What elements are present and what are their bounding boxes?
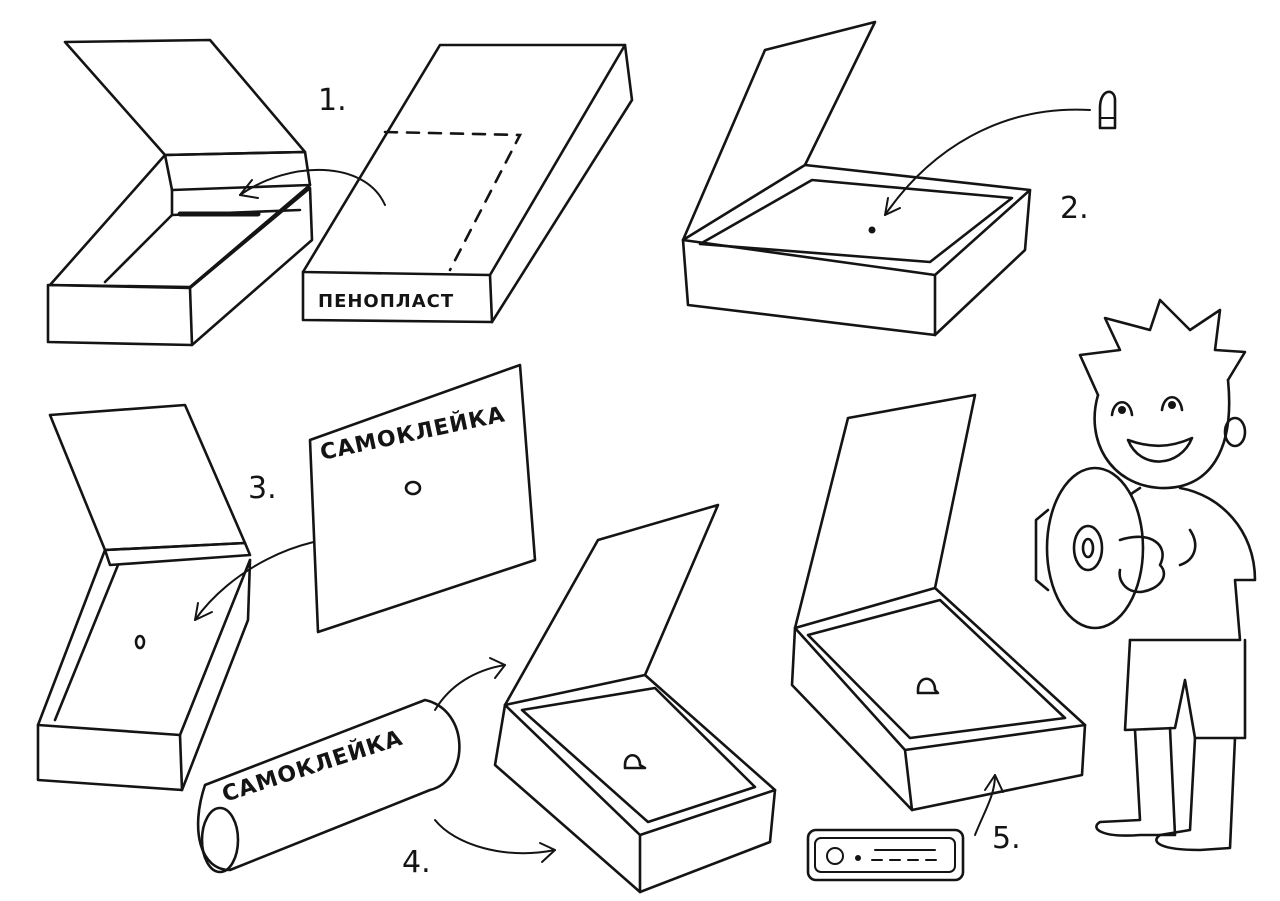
pin-arrow	[884, 90, 1117, 216]
box-step2	[681, 20, 1032, 337]
box-step3	[36, 403, 252, 792]
foam-block: ПЕНОПЛАСТ	[301, 43, 634, 324]
step-2-number: 2.	[1060, 191, 1089, 226]
boy-illustration	[1034, 298, 1257, 852]
arrows-step4	[434, 657, 556, 863]
cd-player	[806, 828, 965, 882]
arrow-step1	[239, 169, 386, 206]
step-1-number: 1.	[318, 83, 347, 118]
box-step4	[493, 503, 777, 894]
sticker-sheet: САМОКЛЕЙКА	[308, 363, 537, 634]
step-5-number: 5.	[992, 821, 1021, 856]
arrow-step5	[974, 774, 1004, 836]
step-3-number: 3.	[248, 471, 277, 506]
box-step1	[46, 38, 314, 347]
step-4-number: 4.	[402, 845, 431, 880]
foam-label: ПЕНОПЛАСТ	[318, 291, 454, 312]
box-step5	[790, 393, 1087, 812]
